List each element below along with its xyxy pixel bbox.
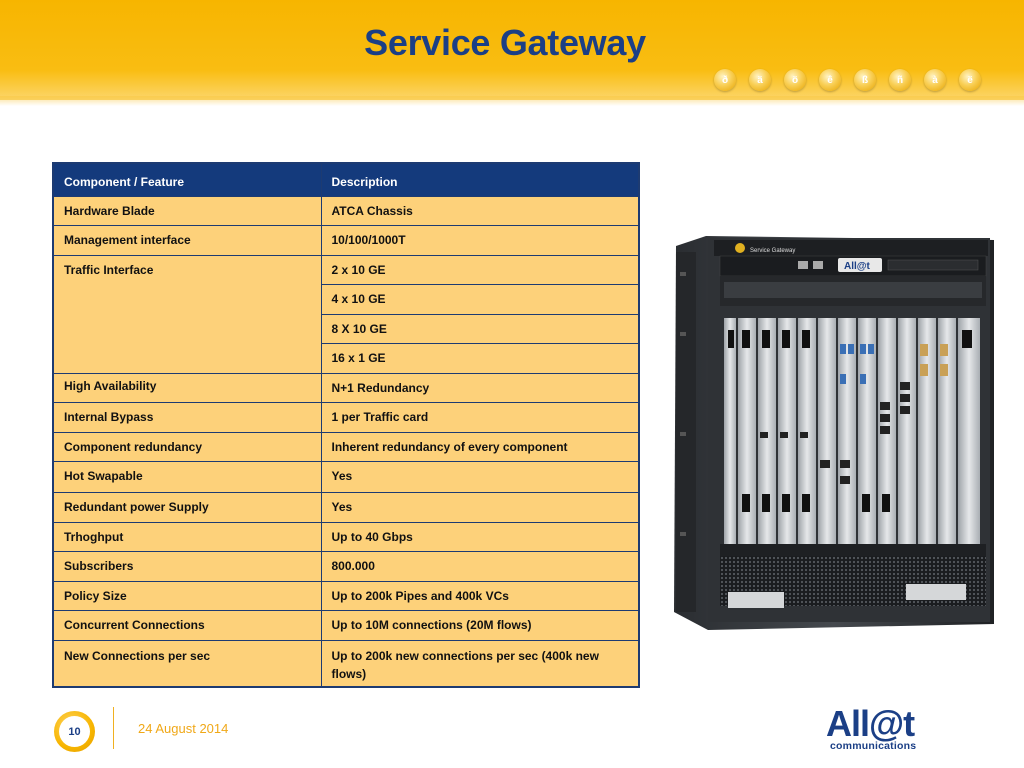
description-cell: 800.000 xyxy=(320,551,640,582)
table-row: Traffic Interface 2 x 10 GE xyxy=(52,254,640,374)
description-cell: Up to 200k Pipes and 400k VCs xyxy=(320,580,640,611)
column-header-description: Description xyxy=(320,162,640,197)
table-row: Hardware Blade ATCA Chassis xyxy=(52,195,640,226)
slide-title: Service Gateway xyxy=(364,22,646,63)
device-brand-logo: All@t xyxy=(844,261,871,272)
header-dot-icon: ë xyxy=(959,69,981,91)
table-row: Policy Size Up to 200k Pipes and 400k VC… xyxy=(52,580,640,611)
footer-divider xyxy=(113,707,114,749)
table-row: Redundant power Supply Yes xyxy=(52,492,640,523)
spec-table: Component / Feature Description Hardware… xyxy=(52,162,640,688)
feature-cell: Subscribers xyxy=(52,551,322,582)
description-cell: N+1 Redundancy xyxy=(320,372,640,403)
header-icon-row: ð ä ö ê ß ñ à ë xyxy=(714,69,981,91)
feature-cell: Hot Swapable xyxy=(52,461,322,493)
feature-cell: Policy Size xyxy=(52,580,322,611)
table-row: Component redundancy Inherent redundancy… xyxy=(52,431,640,462)
header-dot-icon: ñ xyxy=(889,69,911,91)
table-row: 8 X 10 GE xyxy=(53,313,640,344)
atca-chassis-image: Service Gateway All@t xyxy=(674,236,994,630)
table-row: 4 x 10 GE xyxy=(53,284,640,315)
allot-logo: All@t communications xyxy=(826,704,986,754)
feature-cell: Trhoghput xyxy=(52,521,322,552)
feature-cell: Component redundancy xyxy=(52,431,322,462)
feature-cell: Internal Bypass xyxy=(52,402,322,433)
description-cell: 1 per Traffic card xyxy=(320,402,640,433)
table-header-row: Component / Feature Description xyxy=(52,162,640,197)
feature-cell: Redundant power Supply xyxy=(52,492,322,523)
table-row: Hot Swapable Yes xyxy=(52,461,640,493)
header-dot-icon: ê xyxy=(819,69,841,91)
feature-cell: High Availability xyxy=(52,372,322,403)
table-row: Subscribers 800.000 xyxy=(52,551,640,582)
logo-tagline: communications xyxy=(830,740,917,752)
table-row: New Connections per sec Up to 200k new c… xyxy=(52,639,640,688)
description-cell: Up to 40 Gbps xyxy=(320,521,640,552)
feature-cell: Traffic Interface xyxy=(52,254,322,374)
description-cell: 8 X 10 GE xyxy=(320,313,640,344)
feature-cell: Hardware Blade xyxy=(52,195,322,226)
description-cell: 16 x 1 GE xyxy=(320,343,640,374)
page-number-badge: 10 xyxy=(54,711,95,752)
table-row: 16 x 1 GE xyxy=(53,343,640,374)
header-dot-icon: ß xyxy=(854,69,876,91)
feature-cell: Concurrent Connections xyxy=(52,610,322,641)
description-cell: Inherent redundancy of every component xyxy=(320,431,640,462)
table-row: High Availability N+1 Redundancy xyxy=(52,372,640,403)
header-dot-icon: à xyxy=(924,69,946,91)
chassis-label: Service Gateway xyxy=(750,248,795,254)
table-row: Trhoghput Up to 40 Gbps xyxy=(52,521,640,552)
header-banner xyxy=(0,0,1024,100)
header-dot-icon: ä xyxy=(749,69,771,91)
footer-date: 24 August 2014 xyxy=(138,721,229,736)
table-row: Concurrent Connections Up to 10M connect… xyxy=(52,610,640,641)
feature-cell: Management interface xyxy=(52,225,322,256)
header-fade xyxy=(0,96,1024,106)
description-cell: ATCA Chassis xyxy=(320,195,640,226)
table-row: Internal Bypass 1 per Traffic card xyxy=(52,402,640,433)
column-header-feature: Component / Feature xyxy=(52,162,322,197)
description-cell: Yes xyxy=(320,461,640,493)
logo-wordmark: All@t xyxy=(826,703,915,744)
description-cell: Up to 10M connections (20M flows) xyxy=(320,610,640,641)
description-cell: 10/100/1000T xyxy=(320,225,640,256)
header-dot-icon: ö xyxy=(784,69,806,91)
description-cell: Yes xyxy=(320,492,640,523)
table-row: Management interface 10/100/1000T xyxy=(52,225,640,256)
feature-cell: New Connections per sec xyxy=(52,639,322,688)
page-number: 10 xyxy=(59,716,90,747)
description-cell: Up to 200k new connections per sec (400k… xyxy=(320,639,640,688)
header-dot-icon: ð xyxy=(714,69,736,91)
description-cell: 2 x 10 GE xyxy=(320,254,640,285)
description-cell: 4 x 10 GE xyxy=(320,284,640,315)
